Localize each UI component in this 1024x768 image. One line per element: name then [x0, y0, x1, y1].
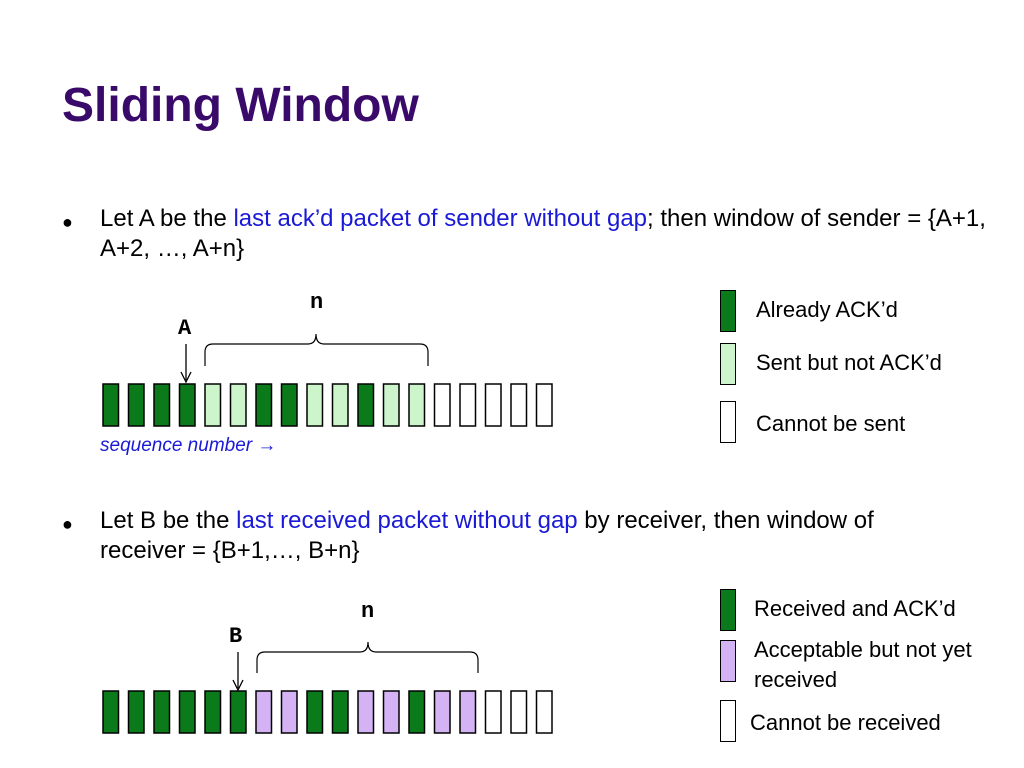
- receiver-n-label: n: [361, 599, 375, 624]
- receiver-cell-acc: [280, 690, 298, 734]
- receiver-sequence-strip: [102, 690, 553, 734]
- bullet-sender-pre: Let A be the: [100, 205, 234, 232]
- sender-window-brace: [204, 333, 429, 366]
- sender-cell-empty: [535, 383, 553, 427]
- sender-cell-empty: [510, 383, 528, 427]
- legend-label-cannot-receive: Cannot be received: [750, 710, 941, 735]
- receiver-cell-acc: [255, 690, 273, 734]
- sender-cell-acked: [153, 383, 171, 427]
- bullet-sender-post: ; then window of sender = {A+1, A+2, …, …: [100, 205, 986, 262]
- legend-label-cannot-send: Cannot be sent: [756, 411, 906, 436]
- receiver-cell-recv: [102, 690, 120, 734]
- receiver-cell-recv: [127, 690, 145, 734]
- receiver-cell-acc: [382, 690, 400, 734]
- receiver-cell-empty: [535, 690, 553, 734]
- legend-swatch-cannot-send: [720, 401, 736, 443]
- sequence-number-text: sequence number: [100, 435, 253, 456]
- sender-pointer-arrowhead: [180, 371, 192, 384]
- bullet-receiver-pre: Let B be the: [100, 507, 237, 534]
- legend-swatch-acceptable: [720, 640, 736, 682]
- sender-cell-sent: [229, 383, 247, 427]
- legend-label-received: Received and ACK’d: [754, 596, 956, 621]
- sender-cell-sent: [408, 383, 426, 427]
- receiver-cell-acc: [459, 690, 477, 734]
- legend-swatch-acked: [720, 290, 736, 332]
- bullet-dot: ●: [62, 212, 73, 232]
- legend-swatch-received: [720, 589, 736, 631]
- bullet-receiver-post: by receiver, then window of receiver = {…: [100, 507, 874, 564]
- sender-cell-empty: [484, 383, 502, 427]
- sender-cell-empty: [433, 383, 451, 427]
- sender-cell-acked: [255, 383, 273, 427]
- legend-swatch-sent: [720, 343, 736, 385]
- bullet-sender-text: Let A be the last ack’d packet of sender…: [100, 204, 1000, 264]
- sender-n-label: n: [310, 290, 324, 315]
- receiver-cell-recv: [178, 690, 196, 734]
- sender-pointer-label: A: [178, 316, 192, 341]
- sender-cell-sent: [306, 383, 324, 427]
- arrow-right-icon: →: [257, 435, 277, 456]
- page-title: Sliding Window: [62, 79, 419, 132]
- bullet-dot: ●: [62, 514, 73, 534]
- receiver-pointer-arrowhead: [232, 679, 244, 692]
- legend-swatch-cannot-receive: [720, 700, 736, 742]
- bullet-receiver-highlight: last received packet without gap: [236, 507, 578, 534]
- sender-cell-acked: [280, 383, 298, 427]
- sender-cell-sent: [331, 383, 349, 427]
- sender-cell-acked: [357, 383, 375, 427]
- sequence-number-label: sequence number →: [100, 435, 276, 457]
- receiver-cell-recv: [306, 690, 324, 734]
- legend-label-acked: Already ACK’d: [756, 297, 898, 322]
- legend-label-acceptable: Acceptable but not yet received: [754, 637, 972, 692]
- legend-label-sent: Sent but not ACK’d: [756, 350, 942, 375]
- sender-cell-acked: [102, 383, 120, 427]
- sender-cell-acked: [178, 383, 196, 427]
- receiver-cell-acc: [433, 690, 451, 734]
- sender-sequence-strip: [102, 383, 553, 427]
- bullet-sender-highlight: last ack’d packet of sender without gap: [233, 205, 648, 232]
- receiver-cell-acc: [357, 690, 375, 734]
- receiver-cell-recv: [153, 690, 171, 734]
- receiver-pointer-label: B: [229, 624, 243, 649]
- receiver-cell-recv: [204, 690, 222, 734]
- receiver-window-brace: [256, 641, 479, 673]
- receiver-cell-empty: [484, 690, 502, 734]
- bullet-receiver-text: Let B be the last received packet withou…: [100, 506, 920, 566]
- receiver-cell-recv: [331, 690, 349, 734]
- sender-cell-sent: [204, 383, 222, 427]
- receiver-cell-empty: [510, 690, 528, 734]
- receiver-cell-recv: [408, 690, 426, 734]
- sender-cell-acked: [127, 383, 145, 427]
- sender-cell-empty: [459, 383, 477, 427]
- sender-cell-sent: [382, 383, 400, 427]
- receiver-cell-recv: [229, 690, 247, 734]
